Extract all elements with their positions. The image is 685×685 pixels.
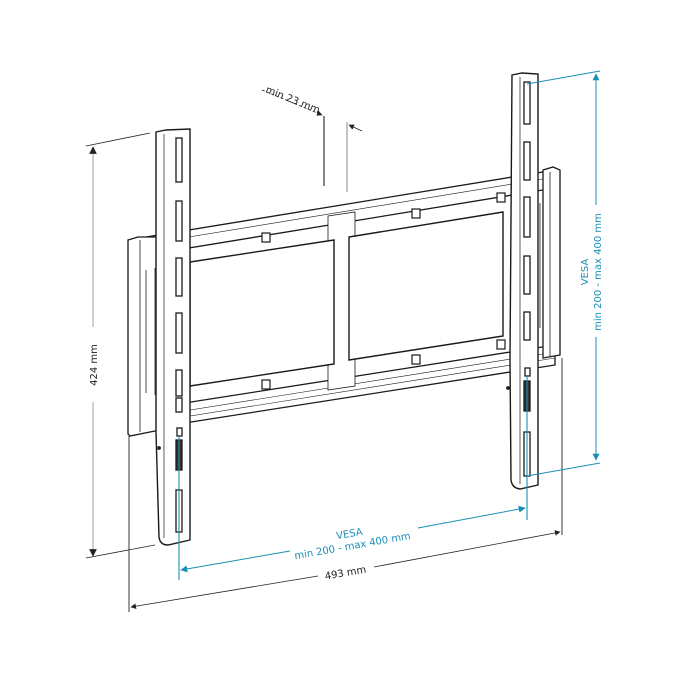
left-upright <box>155 128 191 546</box>
depth-dimension: min 23 mm <box>261 85 363 192</box>
vesa-horizontal-title: VESA <box>336 527 364 542</box>
depth-label: min 23 mm <box>264 85 321 117</box>
width-label: 493 mm <box>324 564 367 582</box>
right-upright <box>506 72 539 490</box>
height-dimension: 424 mm <box>85 132 156 559</box>
vesa-vertical-dimension: VESA min 200 - max 400 mm <box>526 70 604 477</box>
center-plates <box>189 192 506 391</box>
vesa-vertical-range: min 200 - max 400 mm <box>593 213 604 331</box>
side-frames <box>127 166 561 437</box>
vesa-vertical-title: VESA <box>580 259 591 286</box>
height-label: 424 mm <box>89 344 100 386</box>
